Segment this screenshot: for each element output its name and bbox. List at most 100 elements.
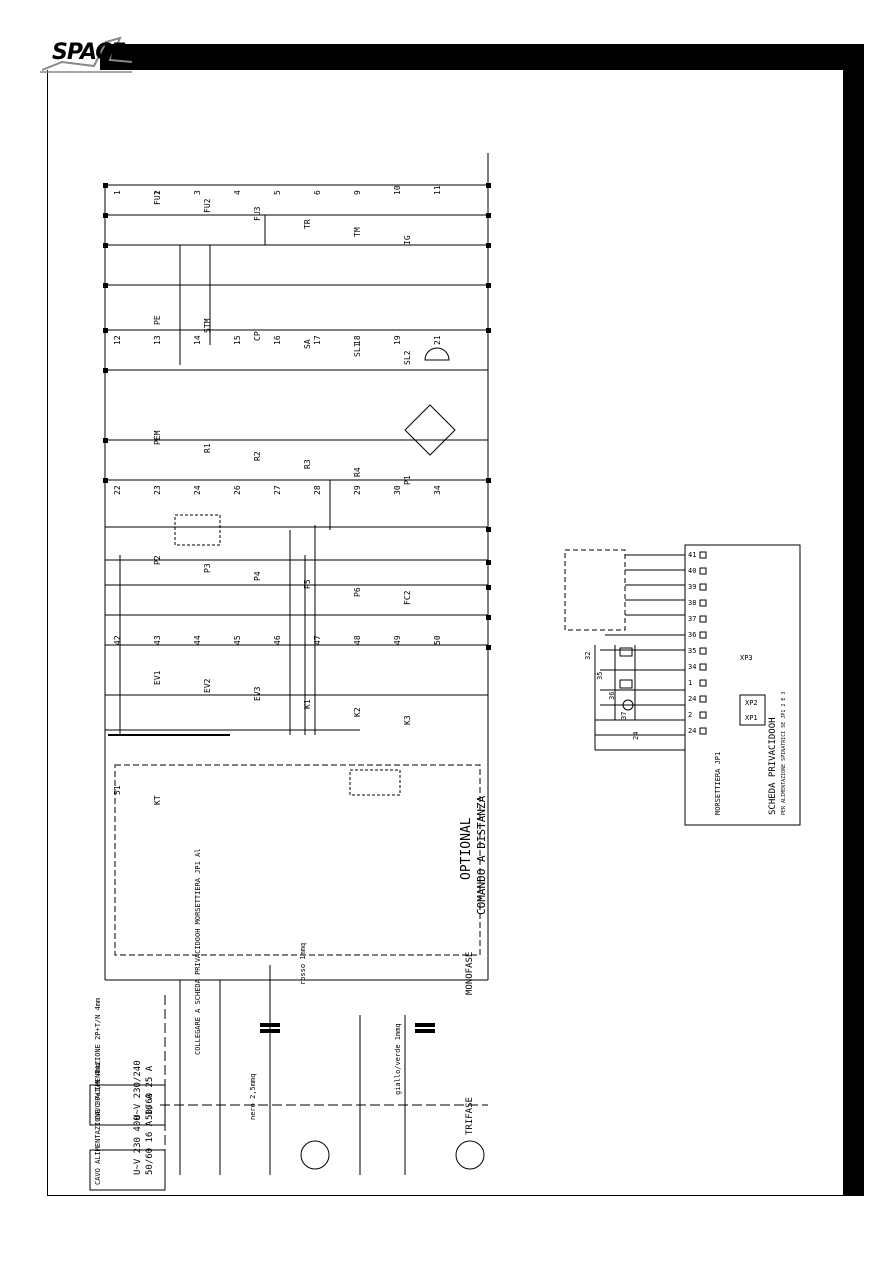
component-label: R3 xyxy=(303,459,312,469)
pin-number: 24 xyxy=(688,727,696,735)
terminal-pin xyxy=(699,727,707,735)
wire-number: 3 xyxy=(193,190,202,195)
component-label: P3 xyxy=(203,563,212,573)
wire-number: 2 xyxy=(153,190,162,195)
wire-number: 9 xyxy=(353,190,362,195)
label-giallo-verde: giallo/verde 1mmq xyxy=(394,1023,402,1095)
pin-number: 38 xyxy=(688,599,696,607)
component-label: SA xyxy=(303,339,312,349)
space-logo xyxy=(40,36,133,73)
board-wire-number: 32 xyxy=(584,652,592,660)
label-alim-trifase: CAVO ALIMENTAZIONE 3P+T/N 4mm xyxy=(94,1063,102,1185)
wire-number: 11 xyxy=(433,185,442,195)
component-label: P5 xyxy=(303,579,312,589)
wire-number: 15 xyxy=(233,335,242,345)
terminal-pin xyxy=(699,711,707,719)
wire-number: 51 xyxy=(113,785,122,795)
pin-number: 2 xyxy=(688,711,692,719)
wire-number: 50 xyxy=(433,635,442,645)
right-edge-bar xyxy=(843,44,864,1196)
pin-number: 37 xyxy=(688,615,696,623)
wire-number: 47 xyxy=(313,635,322,645)
component-label: SL1 xyxy=(353,342,362,357)
terminal-pin xyxy=(699,615,707,623)
wire-number: 48 xyxy=(353,635,362,645)
component-label: EV3 xyxy=(253,686,262,701)
wire-number: 16 xyxy=(273,335,282,345)
terminal-pin xyxy=(699,599,707,607)
wire-number: 28 xyxy=(313,485,322,495)
wire-number: 49 xyxy=(393,635,402,645)
label-collegare-scheda: COLLEGARE A SCHEDA PRIVACIDOOH MORSETTIE… xyxy=(194,848,202,1055)
wire-number: 1 xyxy=(113,190,122,195)
component-label: CP xyxy=(253,331,262,341)
component-label: SL2 xyxy=(403,350,412,365)
control-board-schematic: SCHEDA PRIVACIDOOH PER ALIMENTAZIONE SPI… xyxy=(564,544,801,826)
component-label: P2 xyxy=(153,555,162,565)
component-label: FC2 xyxy=(403,590,412,605)
component-label: IG xyxy=(403,235,412,245)
terminal-pin xyxy=(699,567,707,575)
wire-number: 22 xyxy=(113,485,122,495)
pin-number: 34 xyxy=(688,663,696,671)
wire-number: 34 xyxy=(433,485,442,495)
vtable-mono-header: U~V 230/240 xyxy=(133,1060,143,1120)
wire-number: 13 xyxy=(153,335,162,345)
pin-number: 36 xyxy=(688,631,696,639)
terminal-pin xyxy=(699,679,707,687)
wire-number: 29 xyxy=(353,485,362,495)
component-label: KT xyxy=(153,795,162,805)
component-label: K3 xyxy=(403,715,412,725)
board-wire-number: 35 xyxy=(596,672,604,680)
wire-number: 46 xyxy=(273,635,282,645)
component-label: P6 xyxy=(353,587,362,597)
vtable-tri-row: 50/60 16 A 16 A xyxy=(145,1093,155,1175)
label-trifase: TRIFASE xyxy=(465,1097,475,1135)
wire-number: 24 xyxy=(193,485,202,495)
label-alim-monofase: CAVO ALIMENTAZIONE 2P+T/N 4mm xyxy=(94,998,102,1120)
pin-number: 1 xyxy=(688,679,692,687)
component-label: FU1 xyxy=(153,190,162,205)
label-rosso: rosso 1mmq xyxy=(299,943,307,985)
label-nero: nero 2,5mmq xyxy=(249,1074,257,1120)
wire-number: 19 xyxy=(393,335,402,345)
board-wire-number: 36 xyxy=(608,692,616,700)
board-wire-number: 24 xyxy=(632,732,640,740)
wire-number: 30 xyxy=(393,485,402,495)
component-label: TR xyxy=(303,219,312,229)
component-label: FU2 xyxy=(203,198,212,213)
terminal-pin xyxy=(699,551,707,559)
component-label: PE xyxy=(153,315,162,325)
connector-xp2: XP2 xyxy=(745,699,758,707)
vtable-tri-header: U~V 230 400 xyxy=(133,1115,143,1175)
terminal-pin xyxy=(699,695,707,703)
wire-number: 42 xyxy=(113,635,122,645)
component-label: PEM xyxy=(153,430,162,445)
component-label: K2 xyxy=(353,707,362,717)
vtable-mono-row: 50/60 25 A xyxy=(145,1065,155,1120)
component-label: EV1 xyxy=(153,670,162,685)
label-comando-distanza: COMANDO A DISTANZA xyxy=(475,795,488,915)
component-label: TM xyxy=(353,227,362,237)
component-label: P4 xyxy=(253,571,262,581)
logo-text: SPACE xyxy=(52,40,125,65)
connector-xp1: XP1 xyxy=(745,714,758,722)
pin-number: 35 xyxy=(688,647,696,655)
page-bottom-border xyxy=(47,1195,844,1196)
terminal-pin xyxy=(699,583,707,591)
pin-number: 39 xyxy=(688,583,696,591)
board-subtitle: PER ALIMENTAZIONE SPINATRICI SE JP1 2 E … xyxy=(781,692,787,815)
board-title: SCHEDA PRIVACIDOOH xyxy=(768,717,778,815)
wire-number: 44 xyxy=(193,635,202,645)
pin-number: 24 xyxy=(688,695,696,703)
component-label: R1 xyxy=(203,443,212,453)
component-label: FU3 xyxy=(253,206,262,221)
connector-xp3: XP3 xyxy=(740,654,753,662)
wire-number: 21 xyxy=(433,335,442,345)
board-wire-number: 37 xyxy=(620,712,628,720)
component-label: EV2 xyxy=(203,678,212,693)
wire-number: 12 xyxy=(113,335,122,345)
component-label: STM xyxy=(203,318,212,333)
wire-number: 45 xyxy=(233,635,242,645)
wire-number: 18 xyxy=(353,335,362,345)
